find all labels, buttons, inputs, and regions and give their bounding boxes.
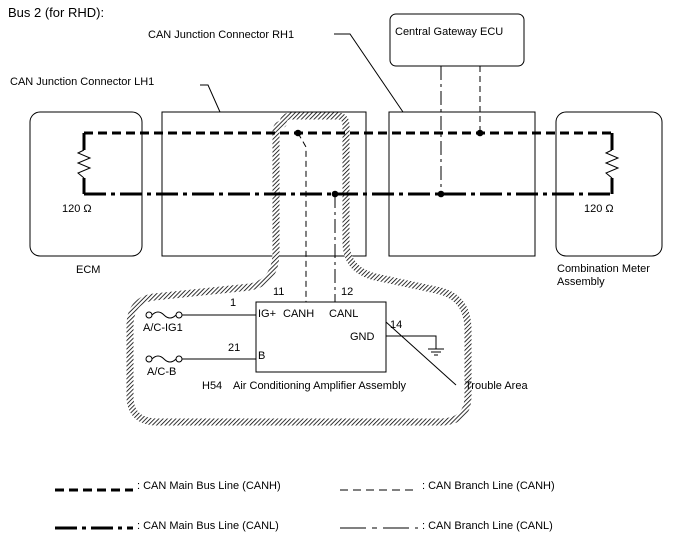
legend-label-branch-canh: : CAN Branch Line (CANH) bbox=[422, 480, 555, 492]
combination-meter-label-line1: Combination Meter bbox=[557, 263, 650, 275]
central-gateway-box bbox=[389, 13, 525, 67]
junction-dot-canl-gateway bbox=[437, 190, 445, 198]
diagram-title: Bus 2 (for RHD): bbox=[8, 5, 104, 20]
pin-label-canl: CANL bbox=[329, 308, 358, 320]
pin-number-b: 21 bbox=[228, 342, 240, 354]
pin-number-canh: 11 bbox=[273, 286, 284, 298]
trouble-area-outline bbox=[126, 112, 472, 426]
ecm-resistor-label: 120 Ω bbox=[62, 203, 92, 215]
fuse-ac-b-label: A/C-B bbox=[147, 366, 176, 378]
pin-number-ig-plus: 1 bbox=[230, 297, 236, 309]
meter-resistor-label: 120 Ω bbox=[584, 203, 614, 215]
pin-label-gnd: GND bbox=[350, 331, 375, 343]
leader-trouble-area bbox=[385, 321, 457, 386]
ecm-resistor bbox=[76, 149, 92, 179]
branch-line-canh-amp bbox=[297, 132, 307, 302]
ecm-label: ECM bbox=[76, 264, 100, 276]
combination-meter-label-line2: Assembly bbox=[557, 276, 605, 288]
pin-number-gnd: 14 bbox=[390, 319, 402, 331]
junction-dot-canh-amp bbox=[294, 129, 302, 137]
leader-rh1 bbox=[334, 33, 404, 113]
fuse-ac-b-icon bbox=[145, 355, 256, 363]
main-bus-canh bbox=[82, 131, 614, 150]
junction-rh1-label: CAN Junction Connector RH1 bbox=[148, 29, 294, 41]
legend-label-main-canh: : CAN Main Bus Line (CANH) bbox=[137, 480, 281, 492]
junction-dot-canl-amp bbox=[331, 190, 339, 198]
junction-lh1-box bbox=[161, 111, 367, 257]
junction-rh1-box bbox=[388, 111, 536, 257]
combination-meter-box bbox=[555, 111, 663, 257]
gnd-wire bbox=[386, 335, 437, 349]
amplifier-label: Air Conditioning Amplifier Assembly bbox=[233, 380, 407, 392]
legend: : CAN Main Bus Line (CANH) : CAN Branch … bbox=[55, 480, 555, 532]
pin-label-ig-plus: IG+ bbox=[258, 308, 276, 320]
fuse-ac-ig1-icon bbox=[145, 311, 256, 319]
pin-label-b: B bbox=[258, 350, 265, 362]
pin-label-canh: CANH bbox=[283, 308, 314, 320]
legend-label-main-canl: : CAN Main Bus Line (CANL) bbox=[137, 520, 279, 532]
fuse-ac-ig1-label: A/C-IG1 bbox=[143, 322, 183, 334]
junction-lh1-label: CAN Junction Connector LH1 bbox=[10, 76, 154, 88]
amplifier-connector-code: H54 bbox=[202, 380, 222, 392]
trouble-area-label: Trouble Area bbox=[465, 380, 528, 392]
meter-resistor bbox=[604, 149, 620, 179]
central-gateway-label: Central Gateway ECU bbox=[395, 26, 503, 38]
junction-dot-canh-gateway bbox=[476, 129, 484, 137]
pin-number-canl: 12 bbox=[341, 286, 353, 298]
leader-lh1 bbox=[200, 84, 221, 113]
amplifier-box bbox=[255, 301, 387, 373]
ecm-box bbox=[29, 111, 143, 257]
ground-icon bbox=[428, 348, 444, 356]
legend-label-branch-canl: : CAN Branch Line (CANL) bbox=[422, 520, 553, 532]
main-bus-canl bbox=[82, 178, 614, 196]
